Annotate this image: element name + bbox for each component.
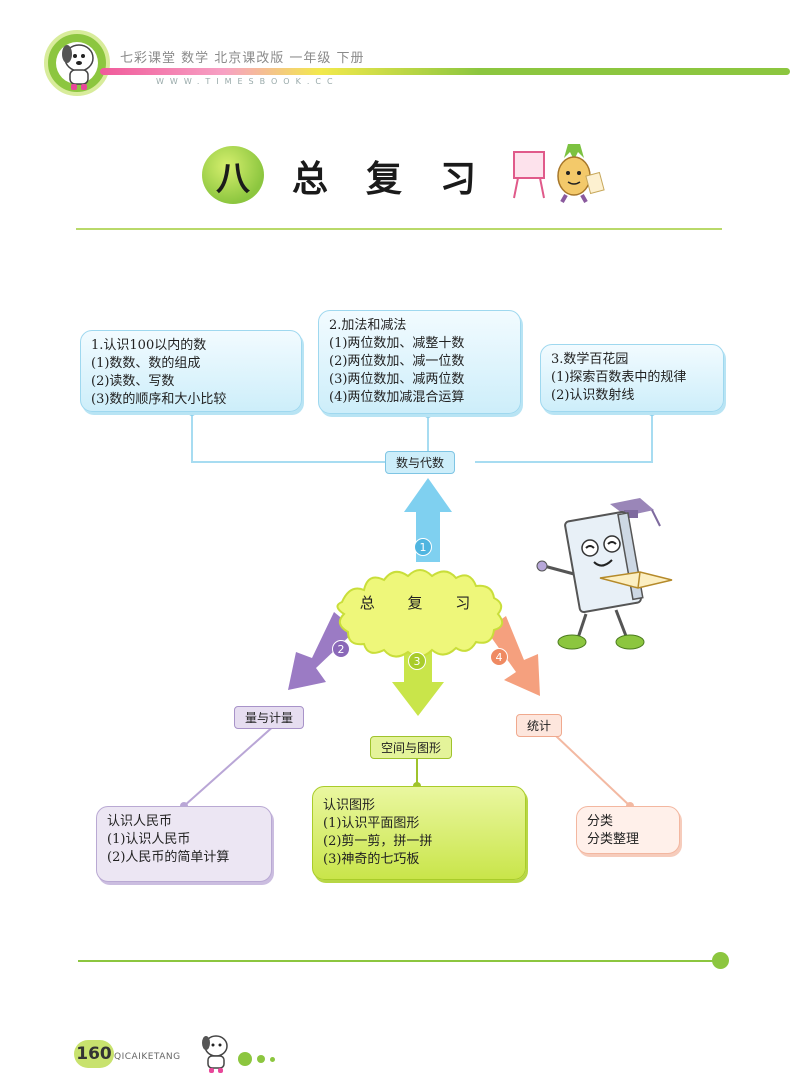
topic-box-math-garden: 3.数学百花园 (1)探索百数表中的规律 (2)认识数射线: [540, 344, 724, 412]
chapter-title-char-3: 习: [440, 159, 477, 200]
branch-tag-geometry: 空间与图形: [370, 736, 453, 759]
branch-tag-numbers: 数与代数: [385, 451, 456, 474]
chapter-number: 八: [202, 146, 264, 204]
branch-badge-4: 4: [490, 648, 508, 666]
mascot-badge: [44, 30, 110, 96]
footer-divider-dot: [712, 952, 729, 969]
topic-box-rmb: 认识人民币 (1)认识人民币 (2)人民币的简单计算: [96, 806, 272, 882]
topic-item: (1)两位数加、减整十数: [329, 336, 465, 351]
branch-badge-2: 2: [332, 640, 350, 658]
topic-item: (2)人民币的简单计算: [107, 850, 230, 865]
chapter-title-char-1: 总: [292, 159, 329, 200]
topic-item: (2)认识数射线: [551, 388, 635, 403]
mindmap-center-label: 总 复 习: [359, 593, 485, 612]
topic-item: (2)读数、写数: [91, 374, 175, 389]
chapter-title-char-2: 复: [366, 159, 403, 200]
topic-title: 认识图形: [323, 798, 376, 813]
topic-item: 分类: [587, 814, 614, 829]
topic-title: 1.认识100以内的数: [91, 338, 207, 353]
branch-tag-measurement: 量与计量: [234, 706, 305, 729]
topic-item: 分类整理: [587, 832, 640, 847]
book-title: 七彩课堂 数学 北京课改版 一年级 下册: [120, 51, 365, 66]
topic-box-addition-subtraction: 2.加法和减法 (1)两位数加、减整十数 (2)两位数加、减一位数 (3)两位数…: [318, 310, 521, 414]
footer-dog-mascot-icon: [202, 1035, 228, 1073]
topic-title: 认识人民币: [107, 814, 173, 829]
book-character-illustration: [536, 498, 673, 650]
topic-box-shapes: 认识图形 (1)认识平面图形 (2)剪一剪，拼一拼 (3)神奇的七巧板: [312, 786, 526, 880]
topic-item: (2)两位数加、减一位数: [329, 354, 465, 369]
topic-title: 2.加法和减法: [329, 318, 407, 333]
pineapple-painter-illustration: [513, 144, 605, 203]
topic-title: 3.数学百花园: [551, 352, 629, 367]
branch-badge-3: 3: [408, 652, 426, 670]
topic-box-numbers-100: 1.认识100以内的数 (1)数数、数的组成 (2)读数、写数 (3)数的顺序和…: [80, 330, 302, 412]
branch-tag-statistics: 统计: [516, 714, 563, 737]
topic-item: (1)认识平面图形: [323, 816, 420, 831]
topic-item: (3)神奇的七巧板: [323, 852, 420, 867]
branch-badge-1: 1: [414, 538, 432, 556]
topic-item: (3)数的顺序和大小比较: [91, 392, 227, 407]
title-divider: [76, 228, 722, 230]
footer-brand: QICAIKETANG: [114, 1052, 181, 1062]
topic-item: (1)数数、数的组成: [91, 356, 201, 371]
topic-item: (1)认识人民币: [107, 832, 191, 847]
dog-mascot-icon: [62, 44, 94, 90]
topic-item: (3)两位数加、减两位数: [329, 372, 465, 387]
website-url: WWW.TIMESBOOK.CC: [156, 77, 339, 86]
topic-item: (2)剪一剪，拼一拼: [323, 834, 433, 849]
header-color-bar: [100, 68, 790, 75]
topic-item: (4)两位数加减混合运算: [329, 390, 465, 405]
footer-divider: [78, 960, 718, 962]
page-number: 160: [74, 1040, 114, 1068]
topic-box-classification: 分类 分类整理: [576, 806, 680, 854]
topic-item: (1)探索百数表中的规律: [551, 370, 687, 385]
